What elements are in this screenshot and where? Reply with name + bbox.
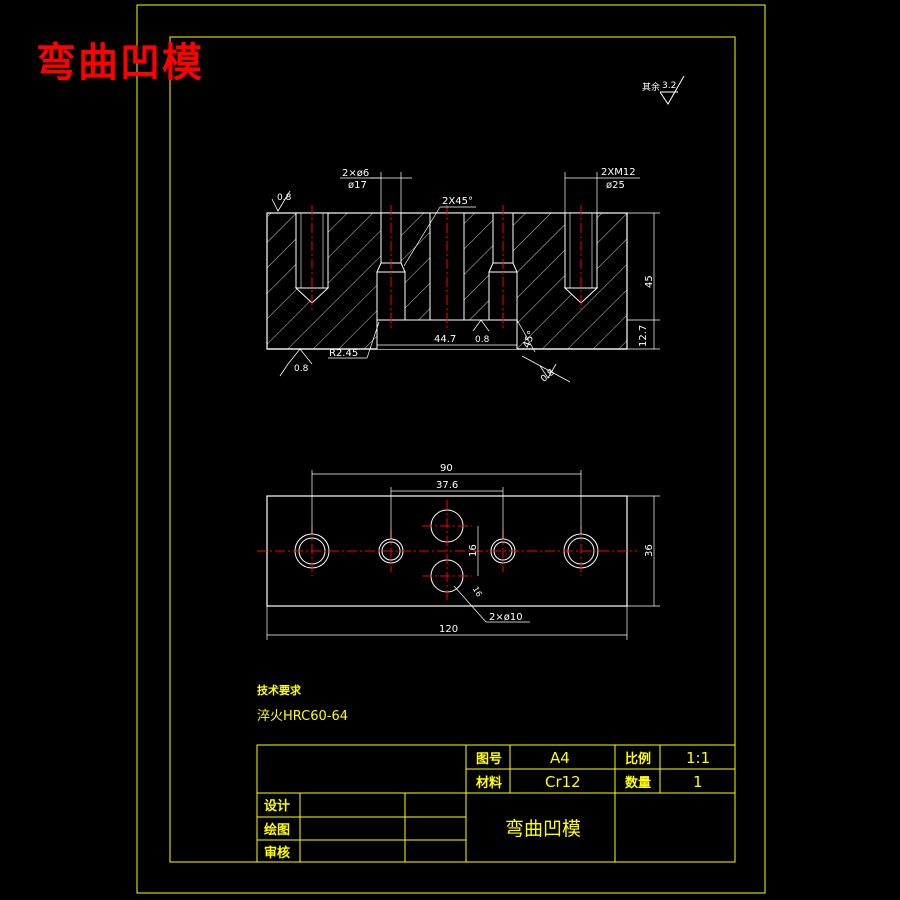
part-name: 弯曲凹模 bbox=[505, 818, 581, 840]
drawing-no: A4 bbox=[550, 749, 570, 767]
label-width: 36 bbox=[644, 544, 655, 557]
label-thread-cb: ø25 bbox=[606, 180, 625, 191]
label-chamfer: 2X45° bbox=[442, 196, 473, 207]
scale-value: 1:1 bbox=[686, 749, 710, 767]
label-length: 120 bbox=[439, 624, 458, 635]
quantity-label: 数量 bbox=[625, 775, 651, 791]
surface-finish-note: 其余 3.2 bbox=[642, 75, 685, 105]
label-pin-dim: 16 bbox=[471, 585, 484, 598]
label-radius: R2.45 bbox=[329, 348, 358, 359]
label-width-slot: 44.7 bbox=[434, 334, 456, 345]
drafting-label: 绘图 bbox=[264, 822, 290, 838]
outer-frame bbox=[136, 4, 766, 894]
label-hole-a-cb: ø17 bbox=[348, 180, 367, 191]
label-span-inner: 37.6 bbox=[436, 480, 458, 491]
review-label: 审核 bbox=[264, 845, 290, 861]
label-height-total: 45 bbox=[644, 275, 655, 288]
label-thread: 2XM12 bbox=[601, 167, 636, 178]
tech-requirements: 技术要求 淬火HRC60-64 bbox=[257, 683, 348, 724]
plan-view: 90 37.6 16 2×ø10 16 36 120 bbox=[257, 463, 660, 640]
quantity-value: 1 bbox=[693, 773, 703, 791]
material-value: Cr12 bbox=[545, 773, 581, 791]
svg-text:3.2: 3.2 bbox=[662, 81, 676, 91]
svg-text:其余: 其余 bbox=[642, 81, 660, 93]
section-view: 2×ø6 ø17 2XM12 ø25 2X45° 0.8 0.8 R2.45 4… bbox=[266, 167, 660, 385]
label-span-outer: 90 bbox=[440, 463, 453, 474]
label-roughness-bl: 0.8 bbox=[294, 364, 309, 374]
label-hole-a: 2×ø6 bbox=[342, 168, 369, 179]
scale-label: 比例 bbox=[625, 751, 651, 767]
tech-heading: 技术要求 bbox=[257, 683, 302, 697]
label-roughness-br: 0.8 bbox=[539, 368, 557, 385]
label-roughness-tl: 0.8 bbox=[277, 193, 292, 203]
bottom-slot bbox=[377, 320, 517, 349]
tech-line1: 淬火HRC60-64 bbox=[257, 709, 348, 724]
drawing-title: 弯曲凹模 bbox=[36, 39, 204, 86]
label-pin-spacing: 16 bbox=[468, 544, 479, 557]
label-roughness-mid: 0.8 bbox=[475, 335, 490, 345]
inner-frame bbox=[169, 36, 736, 863]
title-block bbox=[256, 744, 736, 863]
material-label: 材料 bbox=[476, 775, 502, 791]
design-label: 设计 bbox=[264, 798, 290, 814]
label-pin-holes: 2×ø10 bbox=[489, 612, 523, 623]
label-height-step: 12.7 bbox=[638, 325, 649, 347]
drawing-no-label: 图号 bbox=[476, 752, 502, 767]
